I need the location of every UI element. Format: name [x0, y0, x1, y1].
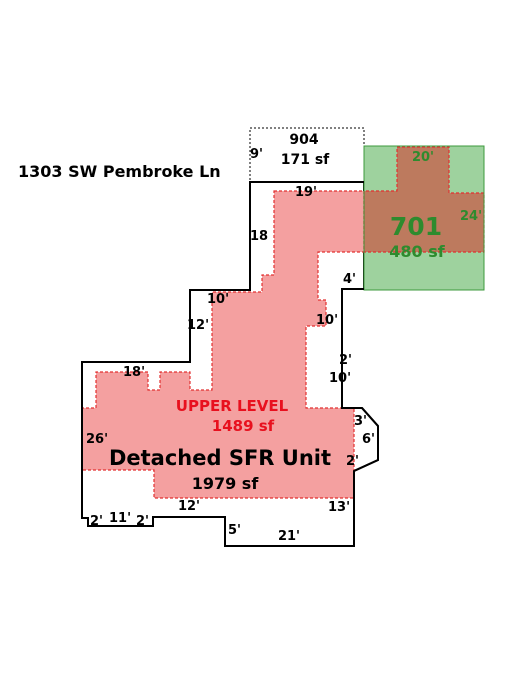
main-unit-outline-top [81, 181, 379, 547]
dim-18-left: 18' [123, 365, 145, 380]
dim-18-right: 18 [250, 229, 268, 244]
dim-2-right: 2' [339, 353, 352, 368]
main-unit-title: Detached SFR Unit [109, 446, 331, 470]
dim-11: 11' [109, 511, 131, 526]
overlap-area [363, 146, 485, 253]
dim-12-left: 12' [187, 318, 209, 333]
upper-level-title: UPPER LEVEL [176, 397, 289, 415]
dim-10-right: 10' [316, 313, 338, 328]
dim-12-bottom: 12' [178, 499, 200, 514]
annex-depth: 9' [250, 147, 263, 162]
garage-width: 20' [412, 150, 434, 165]
garage-number: 701 [390, 212, 442, 241]
dim-10-right-2: 10' [329, 371, 351, 386]
dim-5: 5' [228, 523, 241, 538]
dim-2-bay: 2' [346, 454, 359, 469]
dim-2-b: 2' [136, 514, 149, 529]
dim-6: 6' [362, 432, 375, 447]
address-label: 1303 SW Pembroke Ln [18, 162, 221, 181]
dim-3: 3' [354, 414, 367, 429]
upper-level-area-label: 1489 sf [212, 417, 275, 435]
dim-21: 21' [278, 529, 300, 544]
dim-19: 19' [295, 185, 317, 200]
annex-number: 904 [289, 132, 318, 148]
main-unit-area: 1979 sf [192, 474, 260, 493]
dim-26: 26' [86, 432, 108, 447]
garage-area-label: 480 sf [389, 242, 445, 261]
dim-13: 13' [328, 500, 350, 515]
dim-10-top: 10' [207, 292, 229, 307]
garage-outline [363, 145, 485, 291]
dim-4: 4' [343, 272, 356, 287]
annex-outline [249, 127, 365, 183]
annex-area: 171 sf [281, 152, 330, 168]
garage-depth: 24' [460, 209, 482, 224]
dim-2-a: 2' [90, 514, 103, 529]
